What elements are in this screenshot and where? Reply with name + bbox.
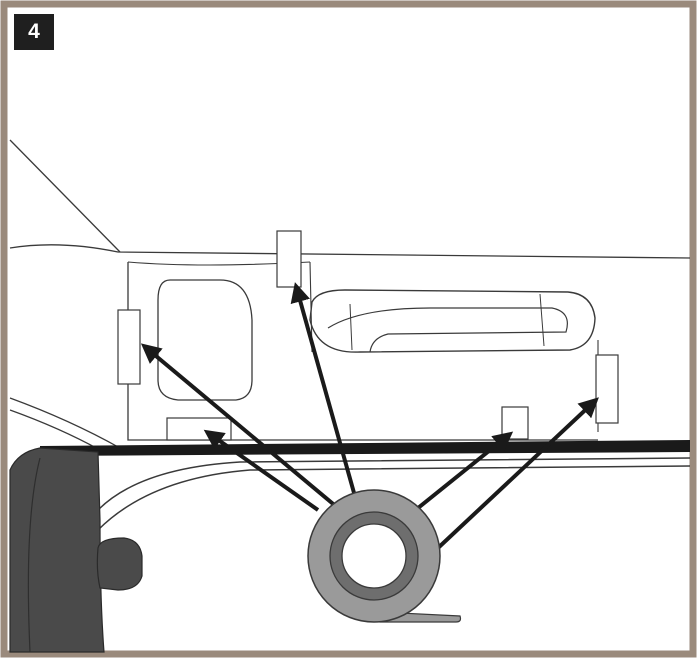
arrow-icon bbox=[203, 429, 320, 512]
tape-patch-bottom-left bbox=[166, 417, 232, 441]
grab-handle bbox=[309, 289, 596, 353]
pillar-line bbox=[9, 139, 121, 253]
grab-handle-inner bbox=[327, 307, 568, 353]
tape-patch-left bbox=[117, 309, 141, 385]
tape-patch-right bbox=[595, 354, 619, 424]
arrow-icon bbox=[436, 397, 599, 550]
arrow-icons bbox=[140, 282, 599, 550]
trim-curve-2 bbox=[97, 465, 691, 531]
panel-cutout bbox=[157, 279, 253, 401]
arrow-icon bbox=[416, 431, 514, 510]
seat-edge bbox=[27, 457, 41, 653]
arrow-icon bbox=[290, 282, 358, 501]
grab-handle-ridge bbox=[349, 293, 545, 351]
sill-strip bbox=[40, 440, 690, 456]
seat-knob bbox=[96, 537, 143, 591]
seat-shape bbox=[9, 447, 105, 653]
arrow-icon bbox=[140, 343, 340, 510]
tape-patch-top bbox=[276, 230, 302, 288]
lower-ledge-line bbox=[9, 397, 121, 449]
step-number-badge: 4 bbox=[14, 14, 54, 50]
trim-curve-1 bbox=[97, 457, 691, 511]
tape-roll-icon bbox=[307, 489, 462, 623]
roof-contour-line bbox=[9, 244, 691, 259]
tape-patch-bottom-right bbox=[501, 406, 529, 440]
